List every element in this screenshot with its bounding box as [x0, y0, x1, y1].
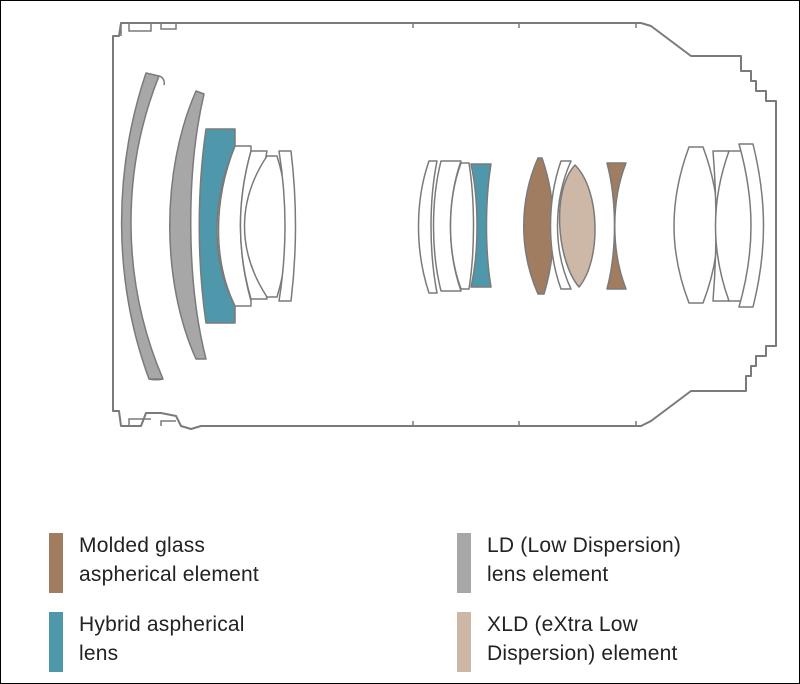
lens-element-1-rim	[148, 75, 165, 381]
legend-swatch-ld	[457, 533, 471, 593]
legend-swatch-molded	[49, 533, 63, 593]
legend-swatch-xld	[457, 612, 471, 672]
legend-item-molded: Molded glass aspherical element	[49, 531, 259, 593]
barrel-ticks	[412, 23, 637, 426]
barrel-front-detail	[120, 23, 177, 426]
lens-element-8	[417, 160, 438, 294]
lens-element-19	[738, 143, 765, 308]
lens-barrel-outline	[112, 22, 777, 430]
legend-item-hybrid: Hybrid aspherical lens	[49, 610, 245, 672]
lens-element-2-ld	[169, 90, 207, 360]
legend-item-ld: LD (Low Dispersion) lens element	[457, 531, 681, 593]
lens-element-14-xld	[558, 164, 596, 288]
lens-element-10	[449, 162, 475, 290]
lens-cross-section-diagram	[112, 22, 777, 430]
lens-element-11-hybrid	[470, 163, 492, 288]
legend-label-xld: XLD (eXtra Low Dispersion) element	[487, 613, 678, 665]
lens-element-7	[278, 150, 297, 302]
legend-label-hybrid: Hybrid aspherical lens	[79, 613, 245, 665]
legend-item-xld: XLD (eXtra Low Dispersion) element	[457, 610, 678, 672]
lens-element-15-molded	[606, 162, 627, 290]
lens-element-1-ld	[120, 72, 164, 380]
lens-element-16	[673, 146, 719, 304]
lens-element-13	[549, 160, 572, 290]
legend-swatch-hybrid	[49, 612, 63, 672]
lens-element-12-molded	[523, 157, 555, 295]
legend-label-ld: LD (Low Dispersion) lens element	[487, 534, 682, 586]
legend-label-molded: Molded glass aspherical element	[79, 534, 259, 586]
